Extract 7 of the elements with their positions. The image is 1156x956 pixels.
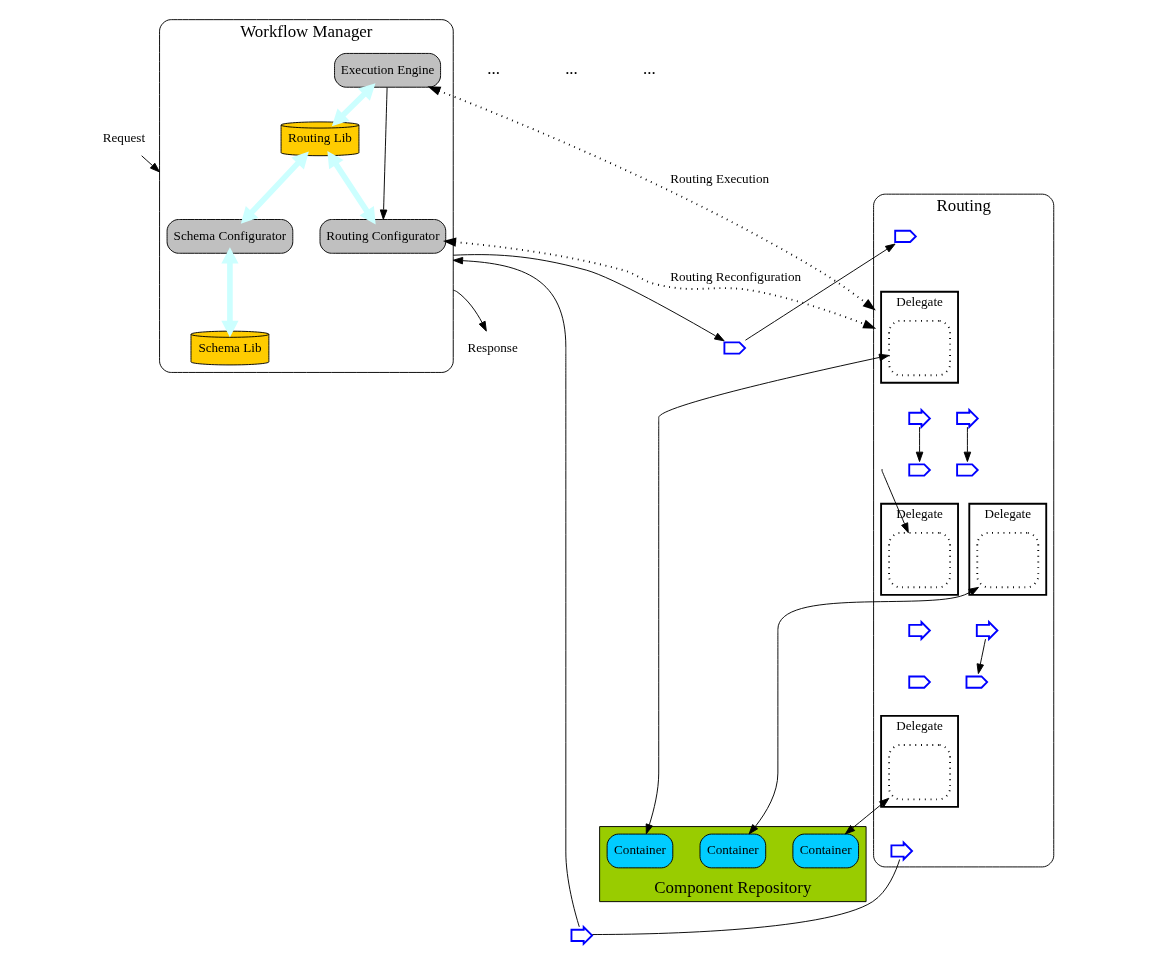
edge-label: Routing Execution <box>669 171 769 187</box>
label: ... <box>642 59 656 79</box>
node-text: Response <box>466 339 518 355</box>
node-text: Request <box>102 130 145 146</box>
edge-label: Routing Reconfiguration <box>669 268 801 284</box>
label: ... <box>486 59 500 79</box>
label: ... <box>564 59 578 79</box>
